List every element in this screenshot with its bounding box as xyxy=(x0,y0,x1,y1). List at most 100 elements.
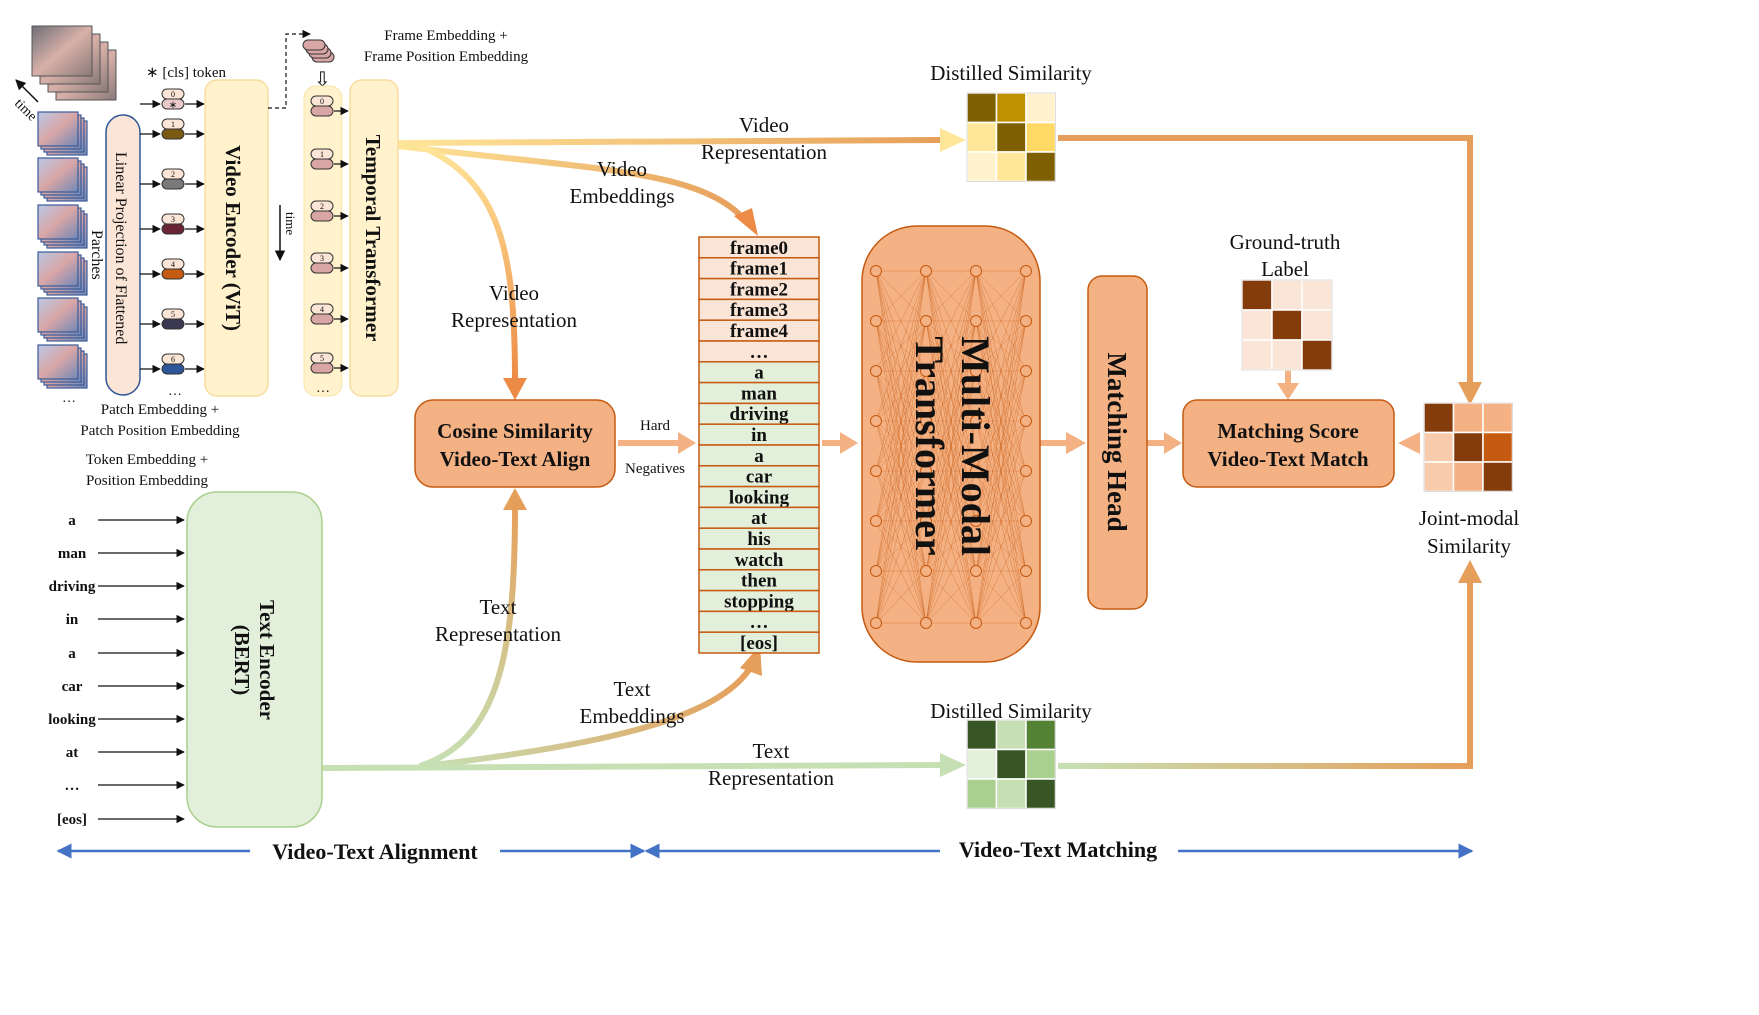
frame-embedding-stack xyxy=(302,39,335,63)
sequence-label: driving xyxy=(729,404,789,425)
text-word: at xyxy=(66,745,185,761)
video-emb-label-1: Video xyxy=(597,157,647,181)
frame-token-ellipsis: … xyxy=(316,381,330,396)
frame-token: 3 xyxy=(310,252,349,274)
neuron-node xyxy=(920,415,932,427)
matrix-cell xyxy=(1301,279,1333,311)
sequence-label: frame1 xyxy=(730,259,788,280)
matrix-cell xyxy=(995,748,1027,780)
patch-token: 5 xyxy=(140,308,205,330)
frame-token-number: 2 xyxy=(320,202,324,211)
matrix-cell xyxy=(995,778,1027,810)
matching-label: Video-Text Matching xyxy=(959,837,1157,862)
matrix-cell xyxy=(1025,151,1057,183)
joint-label-1: Joint-modal xyxy=(1419,506,1519,530)
sequence-cell: watch xyxy=(698,548,820,571)
video-rep-mid-label-1: Video xyxy=(489,281,539,305)
neuron-node xyxy=(970,315,982,327)
patch-token: 1 xyxy=(140,118,205,140)
neuron-node xyxy=(870,415,882,427)
sequence-label: frame4 xyxy=(730,321,789,342)
word-label: looking xyxy=(48,712,96,728)
patch-thumb xyxy=(37,111,88,156)
frame-token: 5 xyxy=(310,352,349,374)
matching-score-label-1: Matching Score xyxy=(1217,419,1358,443)
matrix-cell xyxy=(1301,309,1333,341)
sequence-cell: looking xyxy=(698,485,820,508)
sequence-label: at xyxy=(751,508,768,529)
patch-token-number: 6 xyxy=(171,355,175,364)
sequence-label: frame3 xyxy=(730,300,788,321)
neuron-node xyxy=(870,315,882,327)
sequence-cell: frame0 xyxy=(698,236,820,259)
matrix-cell xyxy=(1423,431,1455,463)
text-emb-label-1: Text xyxy=(613,677,650,701)
sequence-cell: stopping xyxy=(698,589,820,612)
hard-label: Hard xyxy=(640,418,670,434)
sequence-label: man xyxy=(741,383,777,404)
frame-token-number: 1 xyxy=(320,150,324,159)
frame-embedding-label-1: Frame Embedding + xyxy=(384,28,507,44)
text-rep-mid-arrow xyxy=(419,507,518,769)
sequence-cell: a xyxy=(698,361,820,384)
token-sequence: frame0frame1frame2frame3frame4…amandrivi… xyxy=(698,236,820,654)
text-word: man xyxy=(58,546,185,562)
sequence-label: his xyxy=(747,529,770,550)
frame-token: 0 xyxy=(310,95,349,117)
frame-embedding-label-2: Frame Position Embedding xyxy=(364,49,529,65)
sequence-cell: at xyxy=(698,506,820,529)
word-label: a xyxy=(68,646,76,662)
matching-head-label: Matching Head xyxy=(1102,352,1132,531)
patch-thumb-ellipsis: … xyxy=(62,391,76,406)
patch-token-number: 2 xyxy=(171,170,175,179)
sequence-label: looking xyxy=(729,487,790,508)
sequence-label: [eos] xyxy=(740,633,778,654)
text-emb-arrow xyxy=(424,663,755,769)
word-label: a xyxy=(68,513,76,529)
word-label: [eos] xyxy=(57,812,87,828)
neuron-node xyxy=(970,265,982,277)
neuron-node xyxy=(970,515,982,527)
neuron-node xyxy=(1020,265,1032,277)
sequence-label: frame2 xyxy=(730,279,788,300)
text-word: in xyxy=(66,612,185,628)
matrix-cell xyxy=(1271,279,1303,311)
neuron-node xyxy=(970,465,982,477)
sequence-label: stopping xyxy=(724,591,794,612)
video-encoder-label: Video Encoder (ViT) xyxy=(221,145,245,331)
cls-token-label: ∗ [cls] token xyxy=(146,65,227,81)
sequence-cell: frame2 xyxy=(698,277,820,300)
patch-token-number: 5 xyxy=(171,310,175,319)
multimodal-transformer-box: Multi-Modal Transformer xyxy=(861,225,1041,663)
matrix-cell xyxy=(1025,719,1057,751)
video-encoder-box: Video Encoder (ViT) xyxy=(204,79,269,397)
parches-label: Parches xyxy=(88,230,105,280)
video-rep-top-label-2: Representation xyxy=(701,140,827,164)
cls-output-dashed xyxy=(268,29,311,109)
temporal-transformer-label: Temporal Transformer xyxy=(361,135,385,342)
word-label: driving xyxy=(49,579,96,595)
word-label: car xyxy=(62,679,83,695)
patch-token: 3 xyxy=(140,213,205,235)
distilled-similarity-bottom-matrix xyxy=(966,719,1057,810)
svg-text:time: time xyxy=(11,96,39,124)
patch-embedding-label-1: Patch Embedding + xyxy=(101,402,219,418)
neuron-node xyxy=(870,617,882,629)
time-arrow-vertical: time xyxy=(274,205,298,262)
alignment-span: Video-Text Alignment xyxy=(56,839,646,864)
sequence-label: in xyxy=(751,425,767,446)
mm-label-2: Transformer xyxy=(907,336,952,555)
matrix-cell xyxy=(1482,402,1514,434)
video-rep-top-arrow xyxy=(397,137,941,146)
distilled-bottom-label: Distilled Similarity xyxy=(930,699,1092,723)
frame-token: 2 xyxy=(310,200,349,222)
matching-span: Video-Text Matching xyxy=(644,837,1474,862)
text-emb-label-2: Embeddings xyxy=(580,704,685,728)
neuron-node xyxy=(1020,315,1032,327)
matrix-cell xyxy=(1241,339,1273,371)
text-rep-bot-label-2: Representation xyxy=(708,766,834,790)
patch-token-number: 1 xyxy=(171,120,175,129)
sequence-label: frame0 xyxy=(730,238,788,259)
patch-thumb xyxy=(37,344,88,389)
